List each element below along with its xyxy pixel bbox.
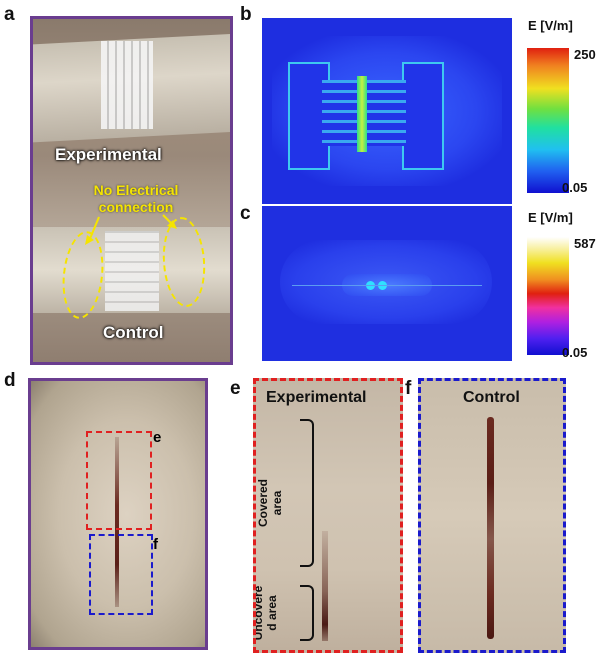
wire-line-c [292,285,482,286]
box-f-outline [89,534,153,615]
control-caption: Control [103,323,164,342]
panel-label-f: f [405,378,412,399]
hotspot-center [357,76,367,152]
no-connection-line1: No Electrical [93,182,179,198]
experimental-caption: Experimental [55,145,162,164]
box-f-label: f [153,536,158,553]
panel-a-photo: Experimental No Electrical connection Co… [30,16,233,365]
panel-f-photo: Control [418,378,566,653]
covered-area-bracket [300,419,314,567]
colorbar-c-unit: E [V/m] [528,210,573,225]
colorbar-b-max: 250 [574,47,596,62]
uncovered-line1: Uncovere [253,585,265,641]
colorbar-c-min: 0.05 [562,345,588,360]
experimental-electrode-array [101,41,153,129]
colorbar-c [527,237,569,355]
covered-area-label: Covered area [256,473,316,533]
no-connection-line2: connection [98,199,174,215]
colorbar-b [527,48,569,193]
control-electrode-array [105,231,159,311]
no-connection-annotation: No Electrical connection [61,182,211,216]
right-electrode-pad [402,62,444,170]
panel-label-e: e [230,378,241,399]
panel-e-photo: Experimental Covered area Uncovere d are… [253,378,403,653]
colorbar-b-min: 0.05 [562,180,588,195]
colorbar-c-max: 587 [574,236,596,251]
panel-e-title: Experimental [266,389,367,406]
uncovered-area-label: Uncovere d area [253,580,311,646]
annotation-arrows [85,214,177,245]
panel-label-b: b [240,4,252,25]
box-e-outline [86,431,152,530]
wound-line-d [115,437,119,607]
uncovered-area-bracket [300,585,314,641]
uncovered-line2: d area [265,595,279,631]
box-e-label: e [153,429,162,446]
panel-label-a: a [4,4,15,25]
colorbar-b-unit: E [V/m] [528,18,573,33]
panel-d-photo: e f [28,378,208,650]
wound-line-f [487,417,494,639]
panel-label-d: d [4,370,16,391]
panel-label-c: c [240,203,251,224]
panel-c-simulation [262,206,512,361]
panel-f-title: Control [463,389,520,406]
wound-line-e [322,531,328,641]
panel-b-simulation [262,18,512,204]
covered-line1: Covered [256,478,270,528]
covered-line2: area [270,490,284,516]
